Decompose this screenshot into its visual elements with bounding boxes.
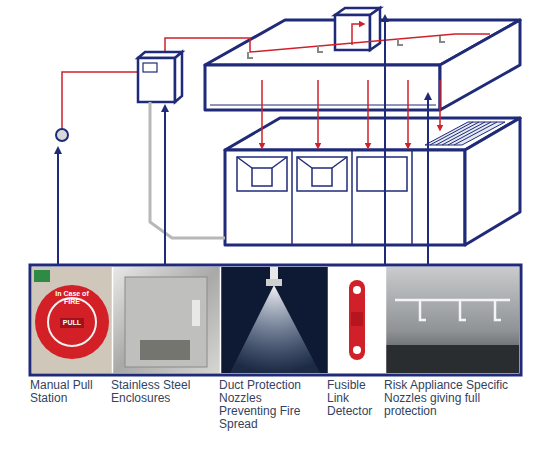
pull-cable (62, 72, 138, 129)
photo-panel: Duct Protection Nozzles Preventing Fire … (221, 267, 328, 373)
hood-inner-line (210, 105, 436, 106)
caption-text: Fusible Link Detector (327, 379, 379, 418)
caption-text: Duct Protection Nozzles Preventing Fire … (219, 379, 319, 431)
supply-pipe (150, 102, 225, 238)
discharge-arrows (262, 80, 440, 146)
photo-panel: Stainless Steel Enclosures (113, 267, 220, 373)
counter-unit (225, 118, 520, 245)
nozzle-fittings (248, 36, 445, 58)
sign-text: In Case of FIRE (50, 290, 94, 306)
leader-arrows (58, 18, 428, 265)
caption-text: Manual Pull Station (30, 379, 112, 405)
sign-text: PULL (58, 319, 86, 327)
agent-pipe (165, 34, 490, 58)
photo-strip (30, 265, 521, 375)
control-enclosure (138, 52, 182, 102)
photo-panel: Risk Appliance Specific Nozzles giving f… (386, 267, 519, 373)
caption-text: Stainless Steel Enclosures (111, 379, 211, 405)
pull-station-symbol (56, 129, 68, 141)
photo-panel: Fusible Link Detector (329, 267, 385, 373)
griddle-grate (425, 122, 505, 145)
caption-text: Risk Appliance Specific Nozzles giving f… (384, 379, 524, 418)
